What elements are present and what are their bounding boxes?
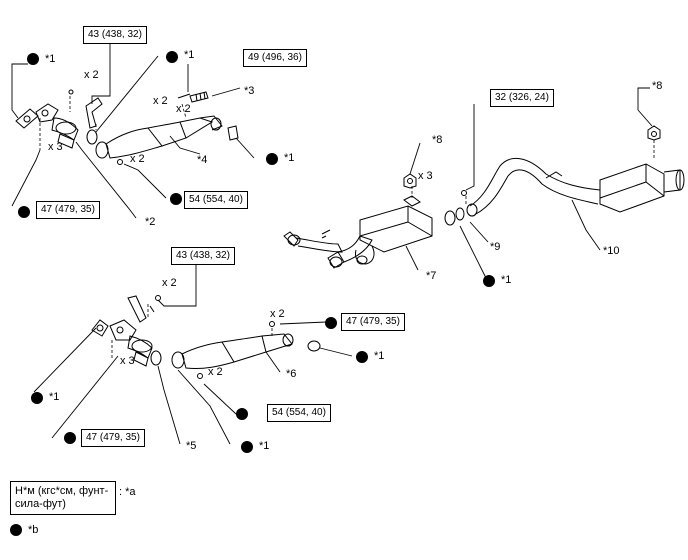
replace-part-dot <box>166 51 178 63</box>
lower-front-gasket <box>91 319 109 337</box>
leader-line <box>51 355 119 439</box>
leader-line <box>265 351 281 373</box>
torque-box-tailpipe: 32 (326, 24) <box>490 89 554 107</box>
legend-dot-symbol <box>10 524 22 536</box>
center-exhaust-pipe <box>283 195 433 269</box>
middle-gasket <box>444 210 456 226</box>
leader-line <box>123 163 167 199</box>
hanger-rubber-right <box>647 125 661 141</box>
callout-label: *1 <box>374 350 385 362</box>
upper-front-pipe <box>95 115 223 165</box>
replace-part-dot <box>356 351 368 363</box>
torque-box-bracket-lower: 43 (438, 32) <box>171 247 235 265</box>
leader-line <box>11 149 41 207</box>
leader-line <box>319 347 353 357</box>
multiplier-label: x 2 <box>130 153 145 165</box>
multiplier-label: x 3 <box>418 170 433 182</box>
leader-line <box>157 365 181 445</box>
replace-part-dot <box>325 317 337 329</box>
multiplier-label: x 2 <box>162 277 177 289</box>
torque-box-pipe-lower-right: 47 (479, 35) <box>341 313 405 331</box>
legend-unit-key: : *a <box>119 486 136 498</box>
callout-label: *1 <box>259 440 270 452</box>
callout-label: *10 <box>603 245 620 257</box>
leader-line <box>465 104 475 191</box>
multiplier-label: x 2 <box>176 103 191 115</box>
upper-front-gasket <box>15 108 39 129</box>
leader-line <box>279 321 327 325</box>
torque-box-pipe-lower: 54 (554, 40) <box>267 404 331 422</box>
callout-label: *3 <box>244 85 255 97</box>
replace-part-dot <box>64 432 76 444</box>
callout-label: *6 <box>286 368 297 380</box>
leader-line <box>95 55 159 133</box>
upper-bracket <box>68 89 103 129</box>
replace-part-dot <box>31 392 43 404</box>
callout-label: *8 <box>432 134 443 146</box>
upper-rear-gasket <box>227 125 239 141</box>
upper-left-manifold-converter <box>35 103 79 149</box>
leader-line <box>459 225 487 279</box>
leader-line <box>409 142 421 175</box>
middle-bolt <box>461 190 467 196</box>
upper-gasket <box>86 129 98 145</box>
replace-part-dot <box>170 193 182 205</box>
callout-label: *5 <box>186 440 197 452</box>
torque-box-manifold-lower: 47 (479, 35) <box>81 429 145 447</box>
leader-line <box>637 87 653 127</box>
replace-part-dot <box>27 53 39 65</box>
legend-dot-key: *b <box>28 524 39 536</box>
torque-box-stud-upper: 49 (496, 36) <box>243 49 307 67</box>
replace-part-dot <box>236 408 248 420</box>
leader-line <box>203 383 237 415</box>
torque-box-manifold-upper: 47 (479, 35) <box>36 201 100 219</box>
callout-label: *1 <box>184 49 195 61</box>
tail-pipe-muffler <box>466 158 685 217</box>
lower-gasket <box>150 350 162 366</box>
multiplier-label: x 2 <box>153 95 168 107</box>
callout-label: *1 <box>49 391 60 403</box>
multiplier-label: x 3 <box>120 355 135 367</box>
replace-part-dot <box>266 153 278 165</box>
lower-rear-gasket <box>307 340 321 352</box>
multiplier-label: x 2 <box>208 366 223 378</box>
upper-stud-bolts <box>177 91 209 103</box>
replace-part-dot <box>18 206 30 218</box>
multiplier-label: x 2 <box>270 308 285 320</box>
leader-line <box>157 262 197 307</box>
leader-line <box>469 221 489 243</box>
leader-line <box>211 87 241 97</box>
leader-line <box>169 135 201 155</box>
middle-gasket-2 <box>455 207 465 221</box>
leader-line <box>91 40 111 104</box>
lower-bracket <box>127 295 161 323</box>
torque-box-bracket-upper: 43 (438, 32) <box>83 26 147 44</box>
leader-line <box>405 245 419 271</box>
callout-label: *7 <box>426 270 437 282</box>
multiplier-label: x 3 <box>48 141 63 153</box>
replace-part-dot <box>241 441 253 453</box>
replace-part-dot <box>483 275 495 287</box>
legend-unit-box: Н*м (кгс*см, фунт-сила-фут) <box>10 481 116 515</box>
lower-left-manifold-converter <box>109 319 153 367</box>
leader-line <box>571 199 601 251</box>
multiplier-label: x 2 <box>84 69 99 81</box>
callout-label: *4 <box>197 154 208 166</box>
lower-front-pipe <box>171 321 294 379</box>
leader-line <box>75 141 137 219</box>
callout-label: *1 <box>284 152 295 164</box>
callout-label: *1 <box>45 53 56 65</box>
leader-line <box>177 369 231 445</box>
callout-label: *2 <box>145 216 156 228</box>
leader-line <box>33 327 97 393</box>
callout-label: *9 <box>490 241 501 253</box>
hanger-rubber-mid <box>403 173 417 189</box>
leader-line <box>235 137 255 159</box>
callout-label: *8 <box>652 80 663 92</box>
torque-box-pipe-upper: 54 (554, 40) <box>184 191 248 209</box>
leader-line <box>11 63 28 119</box>
callout-label: *1 <box>501 274 512 286</box>
